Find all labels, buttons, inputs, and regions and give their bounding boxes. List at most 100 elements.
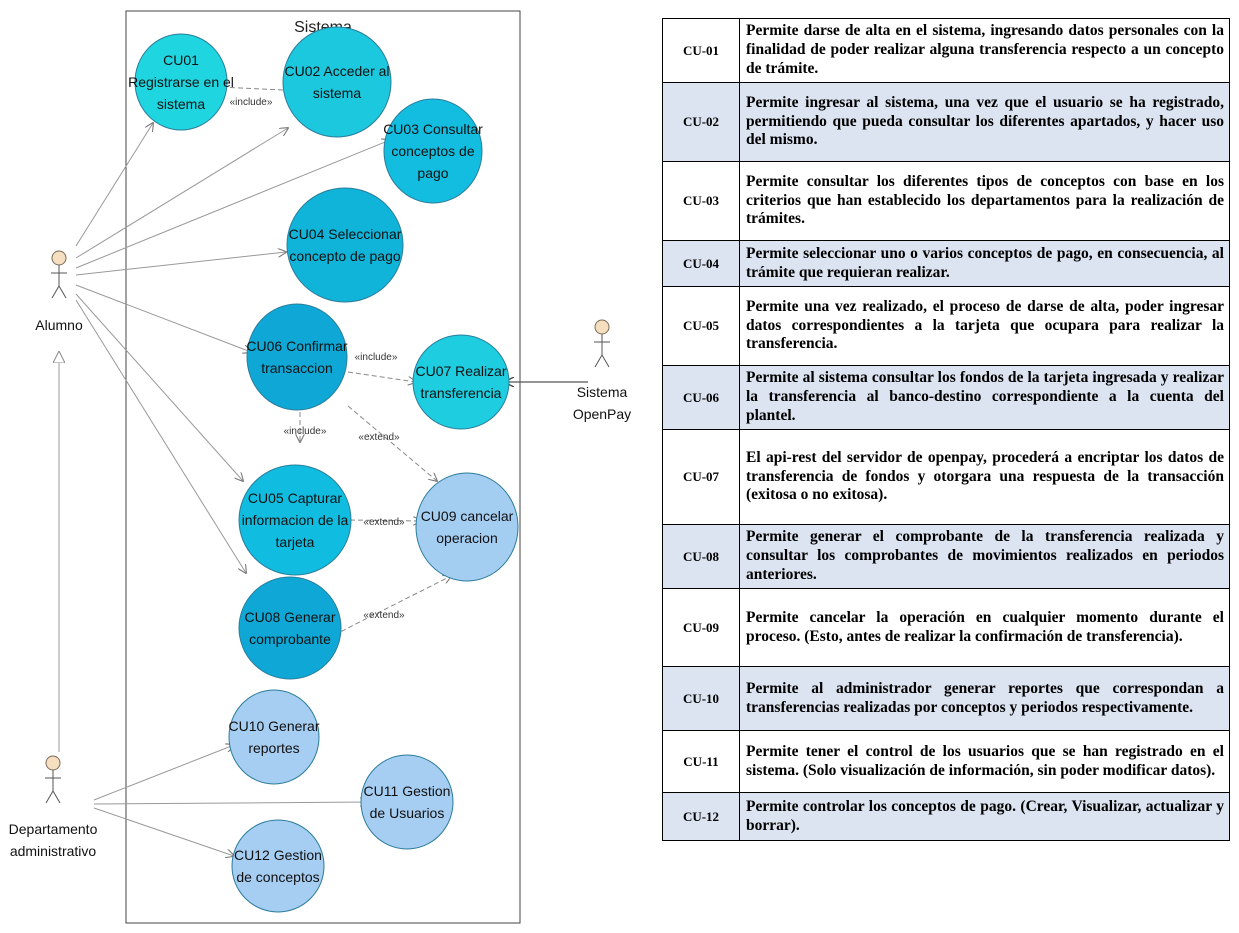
use-case-description-cell: Permite ingresar al sistema, una vez que… — [739, 82, 1230, 162]
use-case-description-cell: Permite darse de alta en el sistema, ing… — [739, 18, 1230, 83]
use-case-description-cell: Permite consultar los diferentes tipos d… — [739, 161, 1230, 241]
use-case-label-line: CU02 Acceder al — [284, 63, 389, 79]
use-case-diagram: Sistema «include»«include»«i — [9, 10, 631, 924]
use-case-label-line: CU10 Generar — [228, 718, 319, 734]
use-case-description-cell: El api-rest del servidor de openpay, pro… — [739, 429, 1230, 525]
use-case-label-line: CU07 Realizar — [415, 363, 506, 379]
use-case-id-cell: CU-08 — [662, 524, 740, 589]
extend-label-cu06-cu09: «extend» — [358, 432, 400, 443]
assoc-alumno-cu04 — [75, 252, 286, 276]
assoc-depto-cu12 — [93, 807, 234, 856]
include-label-cu02-cu01: «include» — [230, 97, 273, 108]
use-case-cu08: CU08 Generar comprobante — [238, 576, 342, 680]
actor-label-line: administrativo — [10, 843, 97, 859]
use-case-ellipse — [228, 689, 320, 785]
use-case-label-line: CU08 Generar — [244, 609, 335, 625]
use-case-ellipse — [231, 819, 325, 913]
actor-label-line: Departamento — [9, 821, 98, 837]
use-case-ellipse — [415, 472, 519, 582]
actor-leg-right — [58, 285, 67, 299]
include-cu02-cu01 — [218, 87, 284, 90]
actor-leg-left — [45, 790, 54, 804]
actor-label-line: OpenPay — [573, 406, 631, 422]
use-case-ellipse — [238, 464, 352, 576]
use-case-label-line: CU05 Capturar — [248, 490, 342, 506]
use-case-cu06: CU06 Confirmar transaccion — [246, 303, 348, 411]
use-case-id-cell: CU-05 — [662, 286, 740, 366]
use-case-label-line: comprobante — [249, 631, 331, 647]
include-label-cu06-cu07: «include» — [355, 352, 398, 363]
actor-head — [45, 755, 61, 771]
use-case-description-cell: Permite controlar los conceptos de pago.… — [739, 792, 1230, 841]
use-case-label-line: CU09 cancelar — [421, 508, 514, 524]
assoc-alumno-cu02 — [75, 128, 288, 259]
use-case-label-line: CU11 Gestion — [364, 783, 451, 799]
use-case-label-line: de Usuarios — [370, 805, 445, 821]
use-case-ellipse — [286, 187, 404, 303]
assoc-alumno-cu03 — [75, 140, 390, 269]
actor-label-line: Alumno — [35, 317, 83, 333]
actor-alumno: Alumno — [35, 250, 83, 333]
use-case-label-line: concepto de pago — [289, 248, 401, 264]
include-label-cu06-cu05: «include» — [284, 426, 327, 437]
actor-head — [594, 319, 610, 335]
actor-leg-right — [52, 790, 61, 804]
use-case-description-cell: Permite al sistema consultar los fondos … — [739, 365, 1230, 430]
use-case-cu10: CU10 Generar reportes — [228, 689, 320, 785]
use-case-id-cell: CU-12 — [662, 792, 740, 841]
use-case-description-cell: Permite al administrador generar reporte… — [739, 666, 1230, 731]
use-case-id-cell: CU-02 — [662, 82, 740, 162]
extend-cu06-cu09 — [347, 405, 437, 481]
use-case-description-cell: Permite seleccionar uno o varios concept… — [739, 240, 1230, 287]
use-case-cu07: CU07 Realizar transferencia — [412, 334, 510, 430]
actor-leg-left — [51, 285, 60, 299]
use-case-label-line: conceptos de — [391, 143, 474, 159]
use-case-description-cell: Permite generar el comprobante de la tra… — [739, 524, 1230, 589]
extend-cu05-cu09 — [349, 520, 421, 521]
use-case-label-line: transferencia — [421, 385, 502, 401]
use-case-label-line: CU03 Consultar — [383, 121, 483, 137]
use-case-ellipse — [134, 33, 228, 131]
include-cu06-cu07 — [347, 371, 416, 382]
assoc-depto-cu10 — [93, 745, 234, 801]
assoc-alumno-cu05 — [75, 293, 243, 481]
use-case-label-line: reportes — [248, 740, 299, 756]
use-case-label-line: transaccion — [261, 360, 333, 376]
assoc-alumno-cu06 — [75, 284, 251, 352]
use-case-id-cell: CU-10 — [662, 666, 740, 731]
use-case-cu11: CU11 Gestion de Usuarios — [360, 754, 454, 850]
use-case-id-cell: CU-03 — [662, 161, 740, 241]
use-case-label-line: CU06 Confirmar — [246, 338, 347, 354]
use-case-label-line: CU12 Gestion — [234, 847, 322, 863]
use-case-cu09: CU09 cancelar operacion — [415, 472, 519, 582]
use-case-id-cell: CU-04 — [662, 240, 740, 287]
use-case-label-line: operacion — [436, 530, 498, 546]
use-case-label-line: de conceptos — [236, 869, 319, 885]
use-case-ellipse — [383, 98, 483, 204]
extend-label-cu08-cu09: «extend» — [363, 610, 405, 621]
use-case-label-line: Registrarse en el — [128, 74, 234, 90]
use-case-label-line: CU01 — [163, 52, 199, 68]
extend-label-cu05-cu09: «extend» — [363, 517, 405, 528]
use-case-label-line: sistema — [157, 96, 205, 112]
use-case-cu12: CU12 Gestion de conceptos — [231, 819, 325, 913]
use-case-label-line: CU04 Seleccionar — [289, 226, 402, 242]
assoc-alumno-cu08 — [75, 299, 246, 573]
actor-head — [51, 250, 67, 266]
